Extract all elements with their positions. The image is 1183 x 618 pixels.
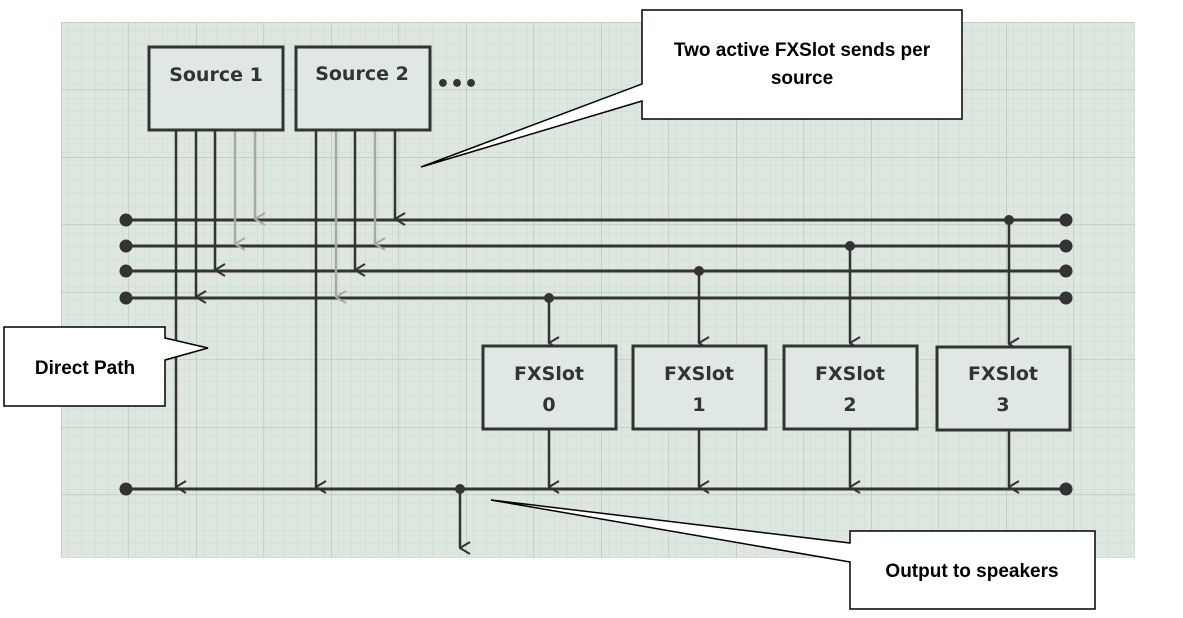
fxslot-2-title: FXSlot [815, 363, 885, 385]
fxslot-3-number: 3 [996, 394, 1009, 416]
bus-end-dot [1059, 264, 1073, 278]
callout-direct-path: Direct Path [3, 326, 209, 407]
bus-end-dot [1059, 239, 1073, 253]
source-2-label: Source 2 [315, 63, 409, 85]
fxslot-box-2-frame [782, 344, 919, 431]
source-1-label: Source 1 [169, 64, 263, 86]
bus-tap-dot [845, 241, 855, 251]
callout-sends: Two active FXSlot sends per source [420, 9, 963, 168]
bus-tap-dot [544, 293, 554, 303]
bus-end-dot [1059, 482, 1073, 496]
fxslot-box-2: FXSlot 2 [782, 344, 919, 431]
fxslot-2-number: 2 [843, 394, 856, 416]
source-box-1-frame [147, 45, 285, 132]
bus-end-dot [119, 213, 133, 227]
callout-direct-path-text: Direct Path [35, 358, 135, 379]
callout-sends-bubble [420, 9, 963, 168]
callout-output-bubble [490, 499, 1096, 610]
bus-end-dot [119, 239, 133, 253]
callout-output-text: Output to speakers [885, 561, 1058, 582]
bus-end-dot [119, 264, 133, 278]
bus-end-dot [119, 482, 133, 496]
bus-tap-dot [1004, 215, 1014, 225]
source-1-connections [174, 130, 255, 487]
callout-direct-path-bubble [3, 326, 209, 407]
callout-sends-line-1: Two active FXSlot sends per [674, 40, 931, 61]
bus-end-dot [1059, 291, 1073, 305]
callout-sends-line-2: source [771, 68, 833, 89]
bus-tap-dots [544, 215, 1014, 303]
bus-tap-dot [694, 266, 704, 276]
fxslot-box-3-frame [935, 345, 1072, 432]
fxslot-3-title: FXSlot [968, 363, 1038, 385]
fxslot-input-connections [547, 220, 1009, 344]
bus-end-dot [1059, 213, 1073, 227]
more-sources-ellipsis: ••• [436, 72, 478, 97]
fxslot-0-title: FXSlot [514, 363, 584, 385]
fxslot-box-1: FXSlot 1 [631, 344, 768, 431]
fxslot-output-connections [547, 430, 1009, 487]
fxslot-box-1-frame [631, 344, 768, 431]
source-2-connections [314, 130, 395, 487]
fxslot-box-3: FXSlot 3 [935, 345, 1072, 432]
fxslot-1-number: 1 [692, 394, 705, 416]
fxslot-box-0-frame [481, 344, 618, 431]
fxslot-box-0: FXSlot 0 [481, 344, 618, 431]
source-box-2: Source 2 [294, 45, 432, 132]
fxslot-0-number: 0 [542, 394, 555, 416]
source-box-2-frame [294, 45, 432, 132]
source-box-1: Source 1 [147, 45, 285, 132]
fxslot-1-title: FXSlot [664, 363, 734, 385]
callout-output: Output to speakers [490, 499, 1096, 610]
bus-end-dot [119, 291, 133, 305]
buses [119, 213, 1073, 496]
